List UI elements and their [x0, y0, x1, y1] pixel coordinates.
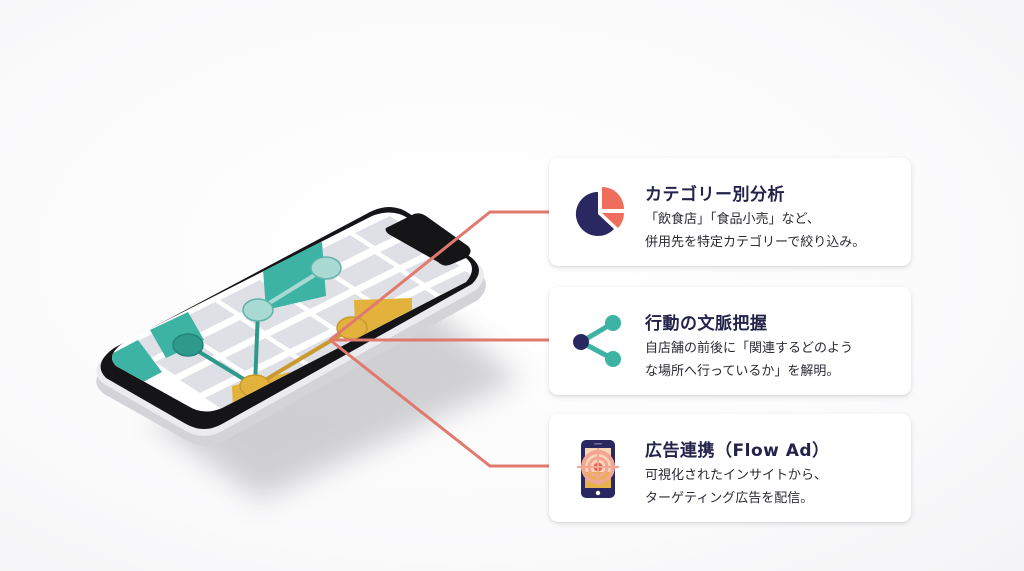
- card-desc-line: 自店舗の前後に「関連するどのよう: [645, 341, 854, 356]
- phone-shadow: [150, 300, 520, 500]
- card-desc-line: な場所へ行っているか」を解明。: [645, 364, 840, 379]
- card-title: カテゴリー別分析: [645, 185, 785, 205]
- connector-to-ads: [329, 338, 549, 468]
- share-network-icon: [573, 315, 621, 367]
- card-desc-line: 「飲食店」「食品小売」など、: [645, 212, 820, 227]
- map-nodes: [172, 256, 368, 398]
- card-desc-line: 可視化されたインサイトから、: [645, 468, 828, 483]
- phone-notch: [385, 213, 471, 266]
- card-description: 可視化されたインサイトから、 ターゲティング広告を配信。: [645, 464, 827, 510]
- pie-chart-icon: [575, 187, 624, 236]
- connector-to-category: [329, 210, 549, 342]
- card-description: 「飲食店」「食品小売」など、 併用先を特定カテゴリーで絞り込み。: [645, 208, 865, 254]
- card-title: 広告連携（Flow Ad）: [645, 441, 830, 461]
- feature-card-category: カテゴリー別分析 「飲食店」「食品小売」など、 併用先を特定カテゴリーで絞り込み…: [549, 158, 911, 266]
- phone-target-icon: [577, 440, 619, 498]
- card-title: 行動の文脈把握: [645, 314, 768, 334]
- card-description: 自店舗の前後に「関連するどのよう な場所へ行っているか」を解明。: [645, 337, 853, 383]
- card-desc-line: ターゲティング広告を配信。: [645, 491, 814, 506]
- feature-card-ads: 広告連携（Flow Ad） 可視化されたインサイトから、 ターゲティング広告を配…: [549, 414, 911, 522]
- connector-lines: [329, 210, 549, 468]
- feature-card-context: 行動の文脈把握 自店舗の前後に「関連するどのよう な場所へ行っているか」を解明。: [549, 287, 911, 395]
- card-desc-line: 併用先を特定カテゴリーで絞り込み。: [645, 235, 866, 250]
